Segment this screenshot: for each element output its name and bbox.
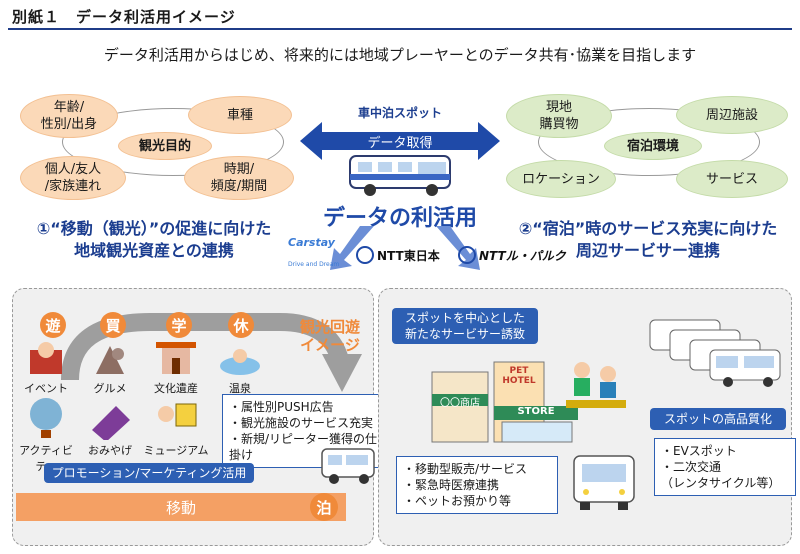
service-item: ・移動型販売/サービス bbox=[403, 462, 528, 476]
badge-learn: 学 bbox=[166, 312, 192, 338]
header-divider bbox=[8, 28, 792, 30]
gourmet-icon bbox=[96, 346, 124, 374]
thumb-onsen-label: 温泉 bbox=[229, 382, 251, 395]
left-cluster-ring bbox=[62, 108, 284, 176]
thumb-event-label: イベント bbox=[24, 382, 68, 395]
camper-front-icon bbox=[573, 455, 635, 510]
arrow-label: データ取得 bbox=[367, 136, 433, 151]
souvenir-icon bbox=[92, 406, 130, 440]
cluster-item-group: 個人/友人 /家族連れ bbox=[20, 156, 126, 200]
picnic-family-icon bbox=[566, 362, 626, 408]
services-callout: ・移動型販売/サービス ・緊急時医療連携 ・ペットお預かり等 bbox=[396, 456, 558, 514]
ntt-mark-icon bbox=[458, 246, 476, 264]
shop-sign: 〇〇商店 bbox=[440, 398, 480, 409]
carstay-logo: Carstay Drive and Dream bbox=[288, 236, 344, 272]
store-sign: STORE bbox=[517, 406, 555, 417]
right-cluster-ring bbox=[538, 108, 760, 176]
cluster-item-service: サービス bbox=[676, 160, 788, 198]
ntt-le-parc-text: NTTル・パルク bbox=[479, 248, 566, 263]
circulation-arrow bbox=[61, 313, 362, 392]
shops-illustration bbox=[431, 361, 578, 443]
thumb-gourmet-label: グルメ bbox=[93, 382, 127, 395]
data-acquisition-arrow bbox=[300, 122, 500, 160]
cluster-center-tourism-purpose: 観光目的 bbox=[118, 132, 212, 160]
invite-servicers-tag: スポットを中心とした 新たなサービサー誘致 bbox=[392, 308, 538, 344]
cluster-item-car-type: 車種 bbox=[188, 96, 292, 134]
badge-shop: 買 bbox=[100, 312, 126, 338]
badge-play: 遊 bbox=[40, 312, 66, 338]
promotion-item: ・新規/リピーター獲得の仕掛け bbox=[229, 432, 378, 462]
hot-spring-icon bbox=[220, 349, 260, 375]
stay-badge: 泊 bbox=[310, 493, 338, 521]
circulation-label: 観光回遊 イメージ bbox=[299, 318, 360, 354]
pet-hotel-sign: PET HOTEL bbox=[502, 366, 536, 386]
ntt-mark-icon bbox=[356, 246, 374, 264]
thumb-museum-label: ミュージアム bbox=[143, 444, 209, 457]
cluster-center-lodging: 宿泊環境 bbox=[604, 132, 702, 160]
promotion-item: ・属性別PUSH広告 bbox=[229, 400, 334, 414]
camper-small-icon bbox=[321, 448, 375, 484]
heritage-icon bbox=[156, 342, 196, 374]
quality-tag: スポットの高品質化 bbox=[650, 408, 786, 430]
event-icon bbox=[30, 342, 62, 374]
quality-item: ・EVスポット bbox=[661, 444, 737, 458]
service-item: ・緊急時医療連携 bbox=[403, 478, 500, 492]
promotion-tag: プロモーション/マーケティング活用 bbox=[44, 463, 254, 483]
service-item: ・ペットお預かり等 bbox=[403, 494, 512, 508]
cluster-item-facilities: 周辺施設 bbox=[676, 96, 788, 134]
carstay-logo-text: Carstay bbox=[288, 236, 335, 249]
camper-bus-icon bbox=[349, 155, 451, 196]
heading-movement: ①“移動（観光）”の促進に向けた 地域観光資産との連携 bbox=[36, 219, 272, 260]
thumb-souvenir-label: おみやげ bbox=[88, 444, 132, 457]
spot-label: 車中泊スポット bbox=[357, 106, 442, 120]
ntt-le-parc-logo: NTTル・パルク bbox=[458, 246, 566, 264]
thumb-heritage-label: 文化遺産 bbox=[154, 382, 198, 395]
cluster-item-location: ロケーション bbox=[506, 160, 616, 198]
data-utilization-title: データの利活用 bbox=[322, 206, 477, 231]
quality-callout: ・EVスポット ・二次交通 （レンタサイクル等） bbox=[654, 438, 796, 496]
badge-rest: 休 bbox=[228, 312, 254, 338]
heading-lodging: ②“宿泊”時のサービス充実に向けた 周辺サービサー連携 bbox=[518, 219, 778, 260]
balloon-icon bbox=[30, 398, 62, 438]
cluster-item-purchases: 現地 購買物 bbox=[506, 94, 612, 138]
quality-item: （レンタサイクル等） bbox=[661, 476, 781, 490]
museum-icon bbox=[158, 403, 197, 427]
page-title: 別紙１ データ利活用イメージ bbox=[12, 8, 236, 26]
cluster-item-period: 時期/ 頻度/期間 bbox=[184, 156, 294, 200]
camper-fleet-icon bbox=[649, 319, 781, 387]
promotion-item: ・観光施設のサービス充実 bbox=[229, 416, 374, 430]
quality-item: ・二次交通 bbox=[661, 460, 722, 474]
carstay-tagline: Drive and Dream bbox=[288, 261, 340, 268]
ntt-east-text: NTT東日本 bbox=[377, 248, 440, 263]
cluster-item-age: 年齢/ 性別/出身 bbox=[20, 94, 118, 138]
page-subtitle: データ利活用からはじめ、将来的には地域プレーヤーとのデータ共有･協業を目指します bbox=[103, 46, 697, 64]
ntt-east-logo: NTT東日本 bbox=[356, 246, 440, 264]
movement-bar: 移動 bbox=[16, 493, 346, 521]
